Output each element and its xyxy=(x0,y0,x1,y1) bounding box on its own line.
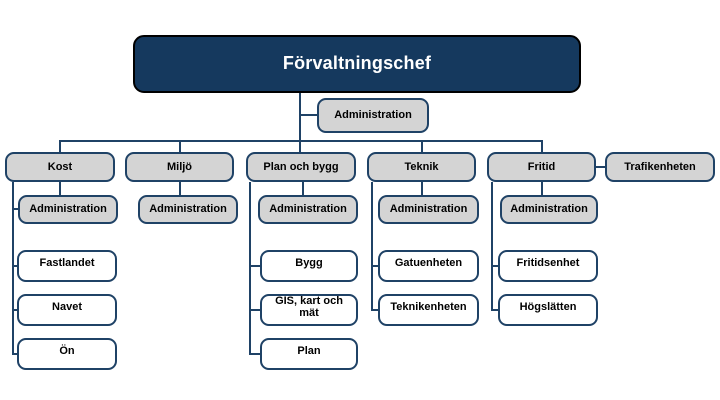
org-node-label: Trafikenheten xyxy=(624,160,696,173)
org-node-navet: Navet xyxy=(17,294,117,326)
connector-kost-stub-3 xyxy=(12,353,19,355)
org-node-fritid-administration: Administration xyxy=(500,195,598,224)
org-node-teknikenheten: Teknikenheten xyxy=(378,294,479,326)
org-node-hogslatten: Högslätten xyxy=(498,294,598,326)
org-node-label: Fritid xyxy=(527,160,556,173)
org-node-label: Kost xyxy=(47,160,73,173)
org-node-fritid: Fritid xyxy=(487,152,596,182)
org-node-plan: Plan xyxy=(260,338,358,370)
org-node-label: Teknik xyxy=(404,160,439,173)
org-node-forvaltningschef: Förvaltningschef xyxy=(133,35,581,93)
connector-fritid-stub-2 xyxy=(491,309,500,311)
connector-kost-stub-1 xyxy=(12,265,19,267)
org-node-fastlandet: Fastlandet xyxy=(17,250,117,282)
org-node-label: Administration xyxy=(334,109,412,122)
org-node-trafikenheten: Trafikenheten xyxy=(605,152,715,182)
connector-fritid-hang xyxy=(491,182,493,311)
org-node-teknik-administration: Administration xyxy=(378,195,479,224)
connector-teknik-hang xyxy=(371,182,373,311)
connector-kost-stub-2 xyxy=(12,309,19,311)
org-node-label: Administration xyxy=(389,203,468,216)
connector-plan-stub-1 xyxy=(249,265,260,267)
org-node-label: Teknikenheten xyxy=(390,300,467,313)
org-node-teknik: Teknik xyxy=(367,152,476,182)
org-node-fritidsenhet: Fritidsenhet xyxy=(498,250,598,282)
connector-plan-hang xyxy=(249,182,251,355)
connector-top-rail xyxy=(59,140,543,142)
org-node-label: Ön xyxy=(59,344,75,357)
connector-plan-stub-3 xyxy=(249,353,260,355)
connector-kost-admin xyxy=(59,182,61,195)
org-node-label: GIS, kart och mät xyxy=(275,294,343,319)
connector-drop-teknik xyxy=(421,140,423,152)
connector-kost-hang xyxy=(12,182,14,355)
connector-fritid-admin xyxy=(541,182,543,195)
org-node-label: Plan och bygg xyxy=(263,160,339,173)
org-node-gis-kart-och-mat: GIS, kart och mät xyxy=(260,294,358,326)
org-node-label: Plan xyxy=(297,344,321,357)
connector-plan-admin xyxy=(302,182,304,195)
org-node-miljo: Miljö xyxy=(125,152,234,182)
connector-root-drop xyxy=(299,93,301,152)
org-node-label: Fastlandet xyxy=(39,256,95,269)
org-node-label: Högslätten xyxy=(519,300,577,313)
org-node-root-administration: Administration xyxy=(317,98,429,133)
org-node-gatuenheten: Gatuenheten xyxy=(378,250,479,282)
org-node-label: Bygg xyxy=(295,256,323,269)
org-node-miljo-administration: Administration xyxy=(138,195,238,224)
connector-drop-kost xyxy=(59,140,61,152)
connector-drop-miljo xyxy=(179,140,181,152)
org-node-on: Ön xyxy=(17,338,117,370)
connector-plan-stub-2 xyxy=(249,309,260,311)
org-node-label: Gatuenheten xyxy=(394,256,463,269)
org-node-label: Miljö xyxy=(166,160,193,173)
connector-fritid-stub-1 xyxy=(491,265,500,267)
org-node-label: Administration xyxy=(269,203,347,216)
org-node-label: Förvaltningschef xyxy=(282,53,432,74)
connector-miljo-admin xyxy=(179,182,181,195)
org-node-label: Administration xyxy=(510,203,588,216)
org-node-label: Navet xyxy=(52,300,82,313)
org-node-bygg: Bygg xyxy=(260,250,358,282)
org-node-kost-administration: Administration xyxy=(18,195,118,224)
org-node-label: Fritidsenhet xyxy=(516,256,580,269)
connector-kost-admin-stub xyxy=(12,208,20,210)
org-node-kost: Kost xyxy=(5,152,115,182)
org-node-label: Administration xyxy=(29,203,107,216)
org-node-plan-och-bygg: Plan och bygg xyxy=(246,152,356,182)
connector-drop-fritid xyxy=(541,140,543,152)
connector-teknik-stub-1 xyxy=(371,265,380,267)
connector-teknik-stub-2 xyxy=(371,309,380,311)
connector-root-assistant-stub xyxy=(299,114,318,116)
connector-teknik-admin xyxy=(421,182,423,195)
org-node-plan-administration: Administration xyxy=(258,195,358,224)
connector-fritid-trafik xyxy=(596,166,606,168)
org-node-label: Administration xyxy=(149,203,227,216)
